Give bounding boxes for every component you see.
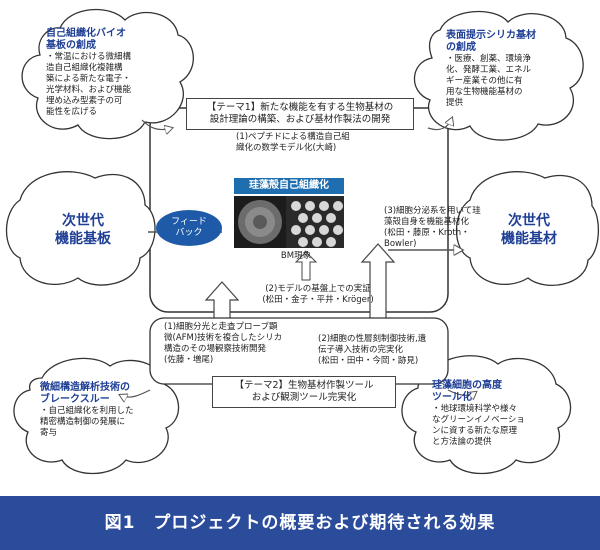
next-gen-substrate-label: 次世代 機能基板 xyxy=(55,213,111,247)
cloud-bottom-left-body: ・自己組織化を利用した 精密構造制御の発展に 寄与 xyxy=(40,406,134,438)
cloud-bottom-left xyxy=(13,357,180,475)
cloud-top-left-text: 自己組織化バイオ 基板の創成 ・常温における微細構 造自己組織化複雑構 築による… xyxy=(46,28,176,118)
cloud-bottom-right xyxy=(401,355,572,475)
next-gen-material-label: 次世代 機能基材 xyxy=(501,213,557,247)
cloud-bottom-left-text: 微細構造解析技術の ブレークスルー ・自己組織化を利用した 精密構造制御の発展に… xyxy=(40,382,168,439)
step1-text: (1)ペプチドによる構造自己組 織化の数学モデル化(大崎) xyxy=(236,132,350,153)
center-micrograph xyxy=(234,196,344,248)
cloud-top-left-body: ・常温における微細構 造自己組織化複雑構 築による新たな電子・ 光学材料、および… xyxy=(46,52,132,117)
cloud-bottom-left-title: 微細構造解析技術の ブレークスルー xyxy=(40,382,130,405)
theme2-box: 【テーマ2】生物基材作製ツール および観測ツール完実化 xyxy=(212,376,396,408)
cloud-top-right-text: 表面提示シリカ基材 の創成 ・医療、創薬、環境浄 化、発酵工業、エネル ギー産業… xyxy=(446,30,570,109)
theme2-step1-text: (1)細胞分光と走査プローブ顕 微(AFM)技術を複合したシリカ 構造のその場観… xyxy=(164,322,283,365)
cloud-top-left xyxy=(21,8,194,140)
step2-text: (2)モデルの基盤上での実証 (松田・金子・平井・Kröger) xyxy=(262,284,374,305)
cloud-top-left-title: 自己組織化バイオ 基板の創成 xyxy=(46,28,126,51)
step3-text: (3)細胞分泌系を用いて珪 藻殻自身を機能基材化 (松田・藤原・Kroth・Bo… xyxy=(384,206,481,249)
center-title: 珪藻殻自己組織化 xyxy=(234,178,344,194)
theme1-box: 【テーマ1】新たな機能を有する生物基材の 設計理論の構築、および基材作製法の開発 xyxy=(186,98,414,130)
cloud-bottom-right-body: ・地球環境科学や様々 なグリーンイノベーショ ンに資する新たな原理 と方法論の提… xyxy=(432,404,525,447)
center-caption: BM現象 xyxy=(280,251,312,261)
diagram-graphics xyxy=(6,8,600,475)
theme2-step2-text: (2)細胞の性層刻制御技術,遺 伝子導入技術の完実化 (松田・田中・今岡・跡見) xyxy=(318,334,427,366)
cloud-right xyxy=(456,171,600,286)
cloud-top-right-body: ・医療、創薬、環境浄 化、発酵工業、エネル ギー産業その他に有 用な生物機能基材… xyxy=(446,54,532,108)
cloud-top-right xyxy=(413,10,584,141)
feedback-badge: フィード バック xyxy=(156,210,222,246)
figure-caption: 図1 プロジェクトの概要および期待される効果 xyxy=(0,496,600,550)
cloud-top-right-title: 表面提示シリカ基材 の創成 xyxy=(446,30,536,53)
cloud-left xyxy=(6,171,156,286)
cloud-bottom-right-title: 珪藻細胞の高度 ツール化 xyxy=(432,380,502,403)
cloud-bottom-right-text: 珪藻細胞の高度 ツール化 ・地球環境科学や様々 なグリーンイノベーショ ンに資す… xyxy=(432,380,560,448)
